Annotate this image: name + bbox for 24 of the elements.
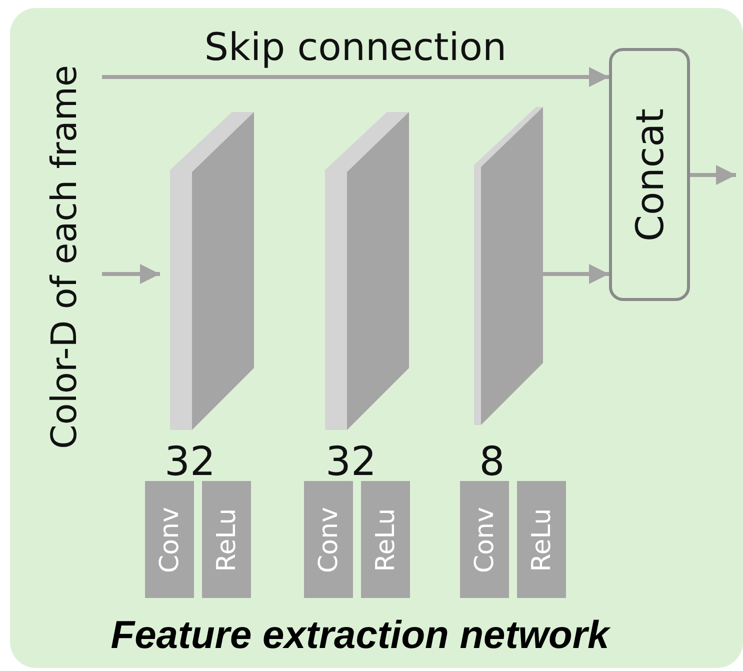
arrow <box>690 165 736 185</box>
channel-count: 32 <box>326 442 376 482</box>
layer-label: Conv <box>314 506 344 572</box>
concat-label: Concat <box>628 108 672 241</box>
layer-block <box>304 481 353 598</box>
arrow <box>102 67 609 87</box>
edge-label: Skip connection <box>204 25 507 69</box>
layer-label: ReLu <box>212 508 242 572</box>
layer-block <box>202 481 251 598</box>
layer-block <box>460 481 509 598</box>
layer-block <box>361 481 410 598</box>
layer-label: ReLu <box>526 508 556 572</box>
concat-box <box>609 48 690 301</box>
panel-title: Feature extraction network <box>110 614 612 658</box>
layer-block <box>145 481 194 598</box>
panel-background <box>10 8 743 668</box>
layer-label: Conv <box>470 506 500 572</box>
layer-label: Conv <box>154 506 184 572</box>
input-label: Color-D of each frame <box>45 64 85 450</box>
layer-label: ReLu <box>370 508 400 572</box>
arrow <box>102 264 160 284</box>
channel-count: 32 <box>164 442 216 482</box>
channel-count: 8 <box>479 442 505 482</box>
layer-block <box>517 481 566 598</box>
